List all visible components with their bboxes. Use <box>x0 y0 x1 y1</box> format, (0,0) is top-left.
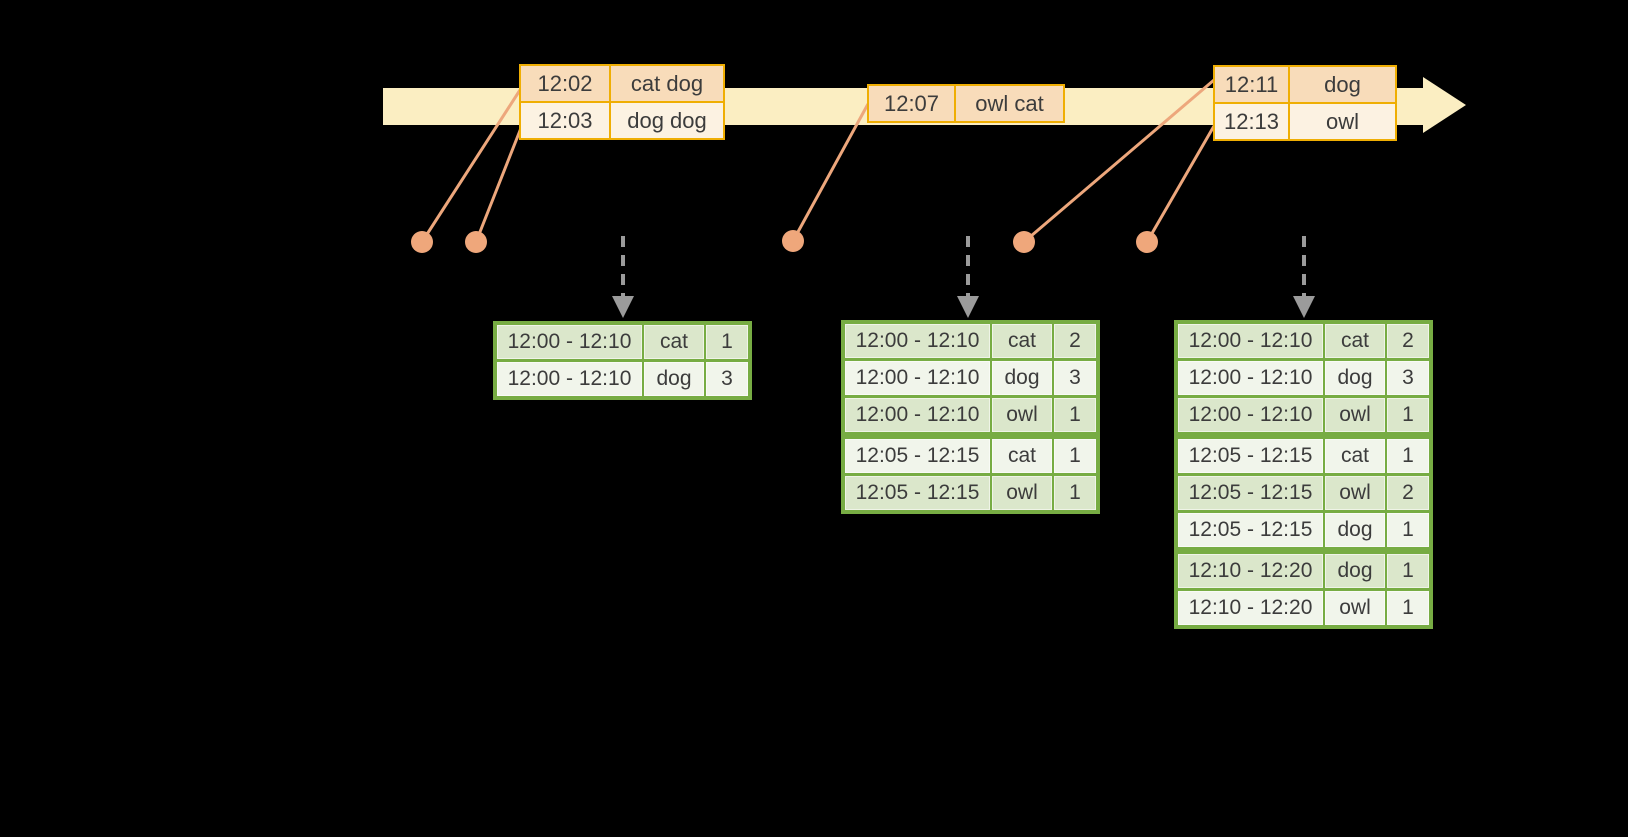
event-words-cell: cat dog <box>611 66 723 101</box>
word-cell: dog <box>1325 361 1385 395</box>
word-cell: dog <box>1325 554 1385 588</box>
window-cell: 12:00 - 12:10 <box>1178 361 1323 395</box>
dashed-arrow-head-icon <box>1293 296 1315 318</box>
window-cell: 12:00 - 12:10 <box>845 324 990 358</box>
event-words-cell: dog <box>1290 67 1395 102</box>
dashed-arrow-head-icon <box>612 296 634 318</box>
word-cell: owl <box>1325 398 1385 432</box>
count-cell: 1 <box>1054 398 1096 432</box>
count-cell: 1 <box>706 325 748 359</box>
word-cell: cat <box>992 324 1052 358</box>
event-dot-icon <box>1136 231 1158 253</box>
window-cell: 12:00 - 12:10 <box>1178 324 1323 358</box>
window-cell: 12:00 - 12:10 <box>1178 398 1323 432</box>
count-cell: 1 <box>1387 398 1429 432</box>
timeline-arrowhead-icon <box>1423 77 1466 133</box>
event-time-cell: 12:02 <box>521 66 609 101</box>
count-cell: 1 <box>1387 591 1429 625</box>
window-cell: 12:10 - 12:20 <box>1178 554 1323 588</box>
count-cell: 2 <box>1387 476 1429 510</box>
word-cell: dog <box>1325 513 1385 547</box>
word-cell: owl <box>992 476 1052 510</box>
window-cell: 12:05 - 12:15 <box>845 476 990 510</box>
event-time-cell: 12:07 <box>869 86 954 121</box>
count-cell: 1 <box>1054 439 1096 473</box>
event-connector-line <box>1145 125 1216 243</box>
count-cell: 1 <box>1054 476 1096 510</box>
event-connector-line <box>791 103 870 242</box>
window-cell: 12:00 - 12:10 <box>497 325 642 359</box>
word-cell: owl <box>1325 591 1385 625</box>
count-cell: 3 <box>706 362 748 396</box>
event-words-cell: dog dog <box>611 103 723 138</box>
event-words-cell: owl cat <box>956 86 1063 121</box>
window-cell: 12:05 - 12:15 <box>1178 513 1323 547</box>
window-cell: 12:00 - 12:10 <box>497 362 642 396</box>
count-cell: 1 <box>1387 439 1429 473</box>
window-cell: 12:00 - 12:10 <box>845 398 990 432</box>
event-dot-icon <box>411 231 433 253</box>
window-cell: 12:05 - 12:15 <box>1178 476 1323 510</box>
word-cell: cat <box>992 439 1052 473</box>
count-cell: 2 <box>1387 324 1429 358</box>
count-cell: 2 <box>1054 324 1096 358</box>
window-cell: 12:10 - 12:20 <box>1178 591 1323 625</box>
word-cell: dog <box>992 361 1052 395</box>
event-connector-line <box>420 89 522 243</box>
dashed-arrow-head-icon <box>957 296 979 318</box>
count-cell: 1 <box>1387 554 1429 588</box>
event-dot-icon <box>1013 231 1035 253</box>
word-cell: cat <box>644 325 704 359</box>
word-cell: cat <box>1325 324 1385 358</box>
count-cell: 3 <box>1387 361 1429 395</box>
event-connector-line <box>1023 78 1215 244</box>
word-cell: owl <box>992 398 1052 432</box>
event-time-cell: 12:03 <box>521 103 609 138</box>
word-cell: dog <box>644 362 704 396</box>
window-cell: 12:05 - 12:15 <box>845 439 990 473</box>
event-time-cell: 12:13 <box>1215 104 1288 139</box>
event-words-cell: owl <box>1290 104 1395 139</box>
word-cell: cat <box>1325 439 1385 473</box>
count-cell: 3 <box>1054 361 1096 395</box>
word-cell: owl <box>1325 476 1385 510</box>
event-dot-icon <box>465 231 487 253</box>
window-cell: 12:05 - 12:15 <box>1178 439 1323 473</box>
event-time-cell: 12:11 <box>1215 67 1288 102</box>
count-cell: 1 <box>1387 513 1429 547</box>
event-connector-line <box>474 127 523 243</box>
window-cell: 12:00 - 12:10 <box>845 361 990 395</box>
event-dot-icon <box>782 230 804 252</box>
